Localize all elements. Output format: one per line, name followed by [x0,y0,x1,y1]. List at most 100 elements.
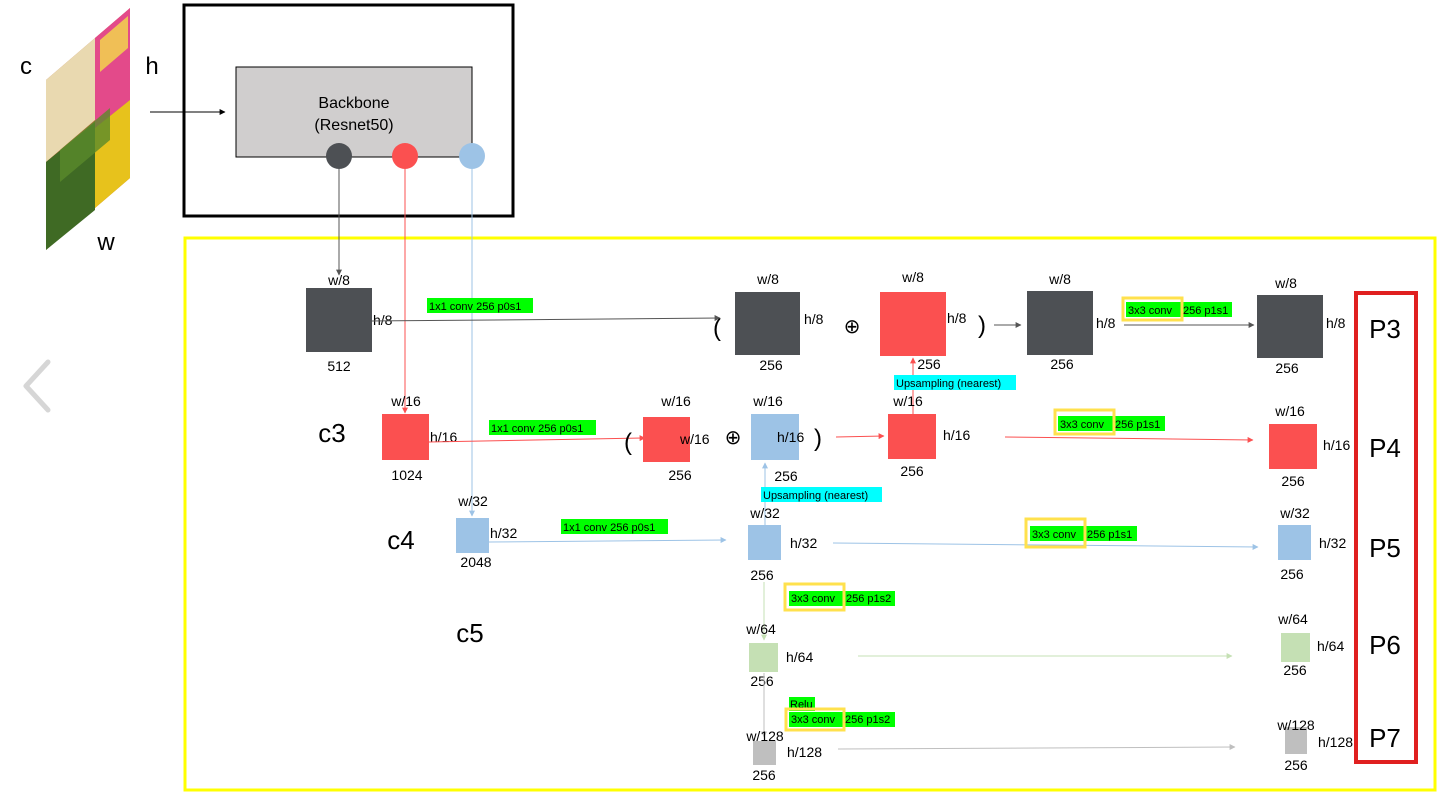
arrow-conv-p4 [1004,436,1254,443]
op-conv-p7-highlight [784,707,846,732]
op-lateral-c4-bg [489,420,596,435]
arrow-p4-merge [835,433,885,440]
input-image [46,8,130,250]
backbone-block [235,66,473,158]
arrow-lateral-c3 [371,315,721,322]
input-label-c: c [20,53,32,80]
p7-mid-h: h/128 [787,744,822,760]
op-lateral-c4: 1x1 conv 256 p0s1 [491,423,583,435]
arrow-conv-p5 [832,542,1259,550]
p3-lateral-ch: 256 [759,357,783,373]
c3-input-block [306,288,372,352]
op-upsample-p4: Upsampling (nearest) [763,490,868,502]
backbone-output-c4 [392,143,418,169]
output-p3-h: h/8 [1326,315,1346,331]
p3-merged-block [1027,291,1093,355]
c4-input-block [382,414,429,460]
output-p7-label: P7 [1369,723,1401,753]
p4-merged-ch: 256 [900,463,924,479]
c5-input-h: h/32 [490,525,517,541]
backbone-frame [182,3,515,218]
output-p3-w: w/8 [1274,275,1297,291]
p3-upsampled-block [880,292,946,356]
output-p5-label: P5 [1369,533,1401,563]
stage-label-c4: c4 [387,525,414,555]
output-block-p4 [1269,424,1317,469]
p5-lateral-h: h/32 [790,535,817,551]
output-p3-ch: 256 [1275,360,1299,376]
op-conv-p5-highlight [1024,517,1087,549]
output-p4-h: h/16 [1323,437,1350,453]
op-upsample-p3-bg [894,375,1016,390]
c4-input-w: w/16 [390,393,421,409]
op-upsample-p4-bg [761,487,882,502]
p4-merged-w: w/16 [892,393,923,409]
p4-open-paren: ( [624,429,632,456]
p6-mid-h: h/64 [786,649,813,665]
output-p7-w: w/128 [1276,717,1315,733]
p4-plus: ⊕ [725,427,742,449]
c3-input-w: w/8 [327,272,350,288]
output-p6-h: h/64 [1317,638,1344,654]
op-conv-p3-kernel: 3x3 conv [1128,305,1173,317]
p3-merged-w: w/8 [1048,271,1071,287]
op-conv-p5-kernel: 3x3 conv [1032,529,1077,541]
p3-close-paren: ) [978,312,986,339]
arrow-lateral-c5 [488,537,727,544]
p5-lateral-block [748,525,781,560]
op-conv-p6-highlight [783,582,846,612]
output-p6-w: w/64 [1277,611,1308,627]
c5-input-ch: 2048 [460,554,491,570]
p6-mid-ch: 256 [750,673,774,689]
p3-upsampled-h: h/8 [947,310,967,326]
op-conv-p7-rest: 256 p1s2 [845,714,890,726]
p5-lateral-ch: 256 [750,567,774,583]
op-lateral-c5: 1x1 conv 256 p0s1 [563,522,655,534]
p4-lateral-w: w/16 [660,393,691,409]
p3-lateral-h: h/8 [804,311,824,327]
op-conv-p7-bg [789,712,895,727]
op-conv-p5-rest: 256 p1s1 [1087,529,1132,541]
backbone-output-c5 [459,143,485,169]
p4-upsampled-block [751,414,799,460]
p3-plus: ⊕ [844,316,861,338]
output-block-p7 [1285,727,1307,754]
p4-lateral-ch: 256 [668,467,692,483]
output-p4-label: P4 [1369,433,1401,463]
backbone-output-c3 [326,143,352,169]
p4-close-paren: ) [814,425,822,452]
output-block-p3 [1257,295,1323,358]
op-conv-p4-kernel: 3x3 conv [1060,419,1105,431]
p4-lateral-h: w/16 [679,431,710,447]
p7-mid-ch: 256 [752,767,776,783]
op-conv-p7-kernel: 3x3 conv [791,714,836,726]
stage-label-c5: c5 [456,618,483,648]
op-conv-p6-kernel: 3x3 conv [791,593,836,605]
backbone-subtitle: (Resnet50) [314,117,393,134]
op-lateral-c3-bg [427,298,533,313]
output-p4-ch: 256 [1281,473,1305,489]
op-conv-p4-highlight [1053,408,1116,436]
op-conv-p3-highlight [1121,296,1184,322]
op-upsample-p3: Upsampling (nearest) [896,378,1001,390]
chevron-left-icon [23,359,51,413]
p4-upsampled-w: w/16 [752,393,783,409]
output-p5-w: w/32 [1279,505,1310,521]
arrow-p7-out [837,744,1236,751]
op-conv-p4-bg [1058,416,1165,431]
output-block-p6 [1281,633,1310,662]
p3-lateral-w: w/8 [756,271,779,287]
p3-lateral-block [735,292,800,355]
arrow-lateral-c4 [428,435,646,443]
output-p4-w: w/16 [1274,403,1305,419]
p4-upsampled-ch: 256 [774,468,798,484]
stage-label-c3: c3 [318,418,345,448]
p3-merged-ch: 256 [1050,356,1074,372]
op-conv-p4-rest: 256 p1s1 [1115,419,1160,431]
output-p6-ch: 256 [1283,662,1307,678]
op-conv-p3-rest: 256 p1s1 [1183,305,1228,317]
fpn-frame [183,236,1437,792]
p6-mid-w: w/64 [745,621,776,637]
previous-slide-button[interactable] [18,358,58,414]
